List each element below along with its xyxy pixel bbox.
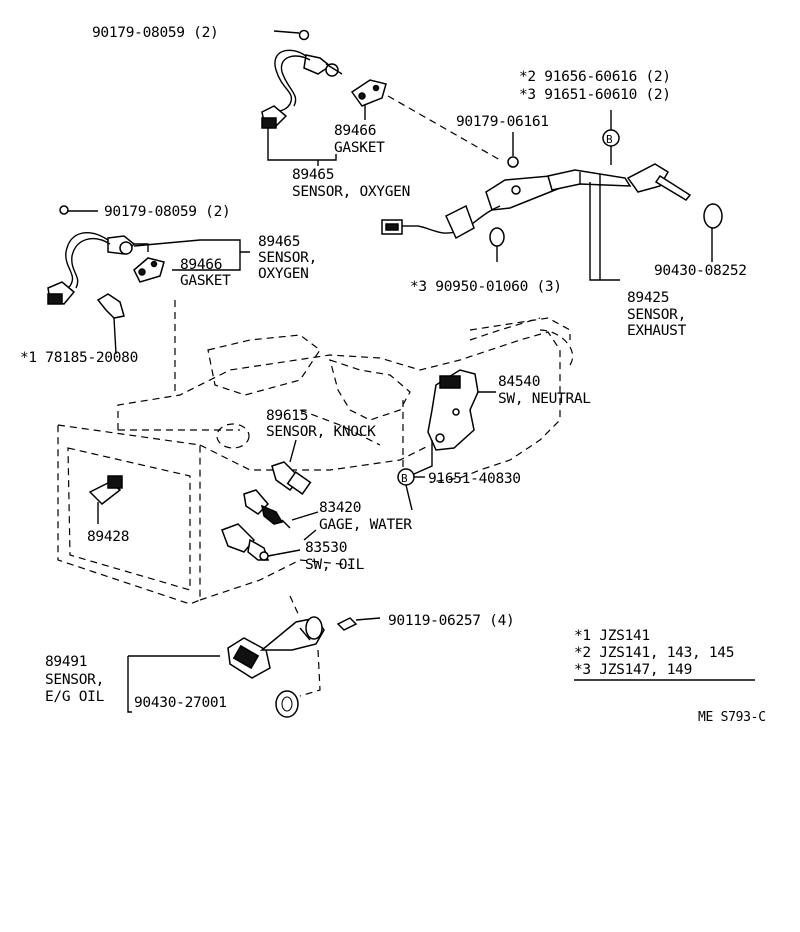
clip-78185 xyxy=(96,293,125,319)
label-89615: 89615 xyxy=(266,408,308,424)
label-89491: 89491 xyxy=(45,654,87,670)
label-90179-08059-top: 90179-08059 (2) xyxy=(92,25,218,41)
label-89466-top: 89466 xyxy=(334,123,376,139)
label-84540: 84540 xyxy=(498,374,540,390)
label-89466-left: 89466 xyxy=(180,257,222,273)
label-89425: 89425 xyxy=(627,290,669,306)
label-91656-60616: *2 91656-60616 (2) xyxy=(519,69,671,85)
bolt-b-label-lower: B xyxy=(401,472,408,485)
label-90950-01060: *3 90950-01060 (3) xyxy=(410,279,562,295)
label-oxygen-left: OXYGEN xyxy=(258,266,309,282)
gasket-08252 xyxy=(703,203,723,229)
legend-1: *1 JZS141 xyxy=(574,628,650,644)
label-sensor-exhaust: SENSOR, xyxy=(627,307,686,323)
label-89465-left: 89465 xyxy=(258,234,300,250)
water-gage xyxy=(243,489,319,529)
diagram-code: ME S793-C xyxy=(698,710,766,725)
label-gasket-top: GASKET xyxy=(334,140,385,156)
nut-icon xyxy=(298,29,310,41)
label-sensor-eg: SENSOR, xyxy=(45,672,104,688)
label-gage-water: GAGE, WATER xyxy=(319,517,412,533)
oxygen-sensor-top xyxy=(261,29,343,129)
label-89465-top: 89465 xyxy=(292,167,334,183)
label-91651-40830: 91651-40830 xyxy=(428,471,521,487)
label-90430-08252: 90430-08252 xyxy=(654,263,747,279)
legend-2: *2 JZS141, 143, 145 xyxy=(574,645,734,661)
label-89428: 89428 xyxy=(87,529,129,545)
legend-3: *3 JZS147, 149 xyxy=(574,662,692,678)
neutral-switch xyxy=(413,369,496,475)
exhaust-sensor xyxy=(381,132,692,240)
label-sensor-oxygen-top: SENSOR, OXYGEN xyxy=(292,184,410,200)
label-91651-60610: *3 91651-60610 (2) xyxy=(519,87,671,103)
oxygen-sensor-left xyxy=(47,205,149,305)
engine-block xyxy=(57,317,574,605)
bolt-b-label: B xyxy=(606,133,613,146)
label-83530: 83530 xyxy=(305,540,347,556)
label-90179-06161: 90179-06161 xyxy=(456,114,549,130)
label-sw-oil: SW, OIL xyxy=(305,557,365,573)
gasket-top xyxy=(350,79,387,107)
part-labels: 90179-08059 (2) 89466 GASKET 89465 SENSO… xyxy=(20,25,766,725)
gasket-left xyxy=(133,257,165,283)
oil-level-sensor xyxy=(227,595,381,718)
label-eg-oil: E/G OIL xyxy=(45,689,105,705)
label-90430-27001: 90430-27001 xyxy=(134,695,227,711)
sensor-89428 xyxy=(88,475,123,524)
label-exhaust: EXHAUST xyxy=(627,323,687,339)
oil-switch xyxy=(221,523,317,561)
label-sw-neutral: SW, NEUTRAL xyxy=(498,391,591,407)
knock-sensor xyxy=(271,439,312,495)
label-90179-08059-left: 90179-08059 (2) xyxy=(104,204,230,220)
label-gasket-left: GASKET xyxy=(180,273,231,289)
grommet xyxy=(489,227,505,247)
label-90119-06257: 90119-06257 (4) xyxy=(388,613,514,629)
label-78185-20080: *1 78185-20080 xyxy=(20,350,138,366)
label-sensor-knock: SENSOR, KNOCK xyxy=(266,424,376,440)
label-83420: 83420 xyxy=(319,500,361,516)
label-sensor-left: SENSOR, xyxy=(258,250,317,266)
